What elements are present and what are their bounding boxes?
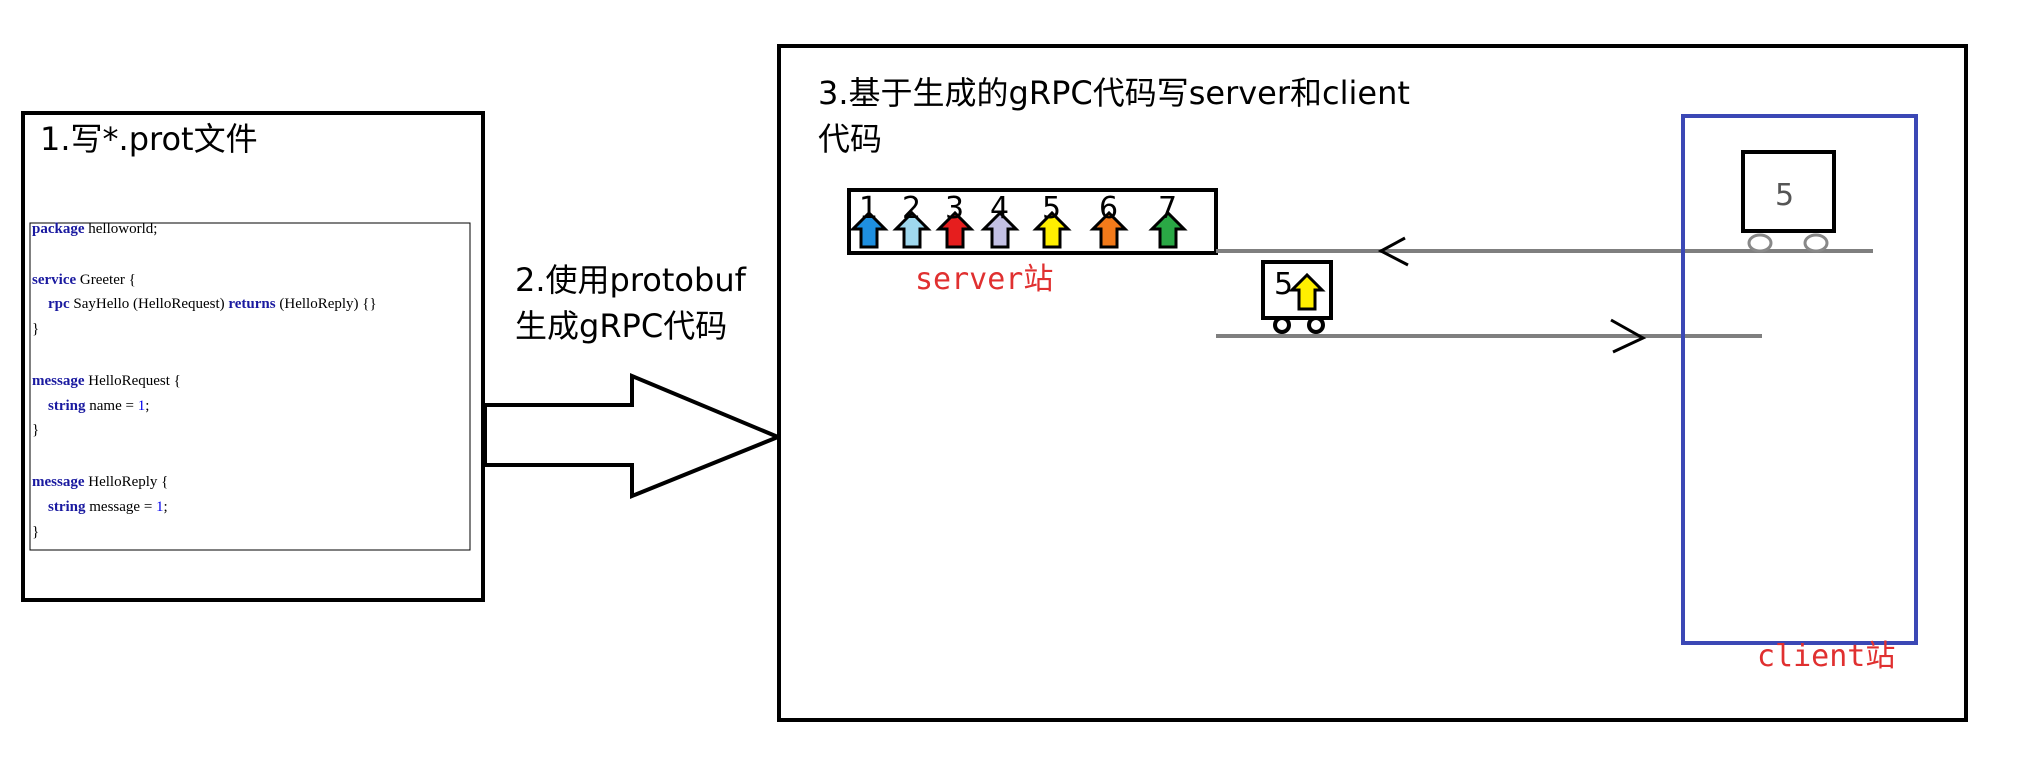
client-cart: 5 xyxy=(1741,150,1836,253)
step3-label-line1: 3.基于生成的gRPC代码写server和client xyxy=(818,74,1410,112)
code-line: message HelloReply { xyxy=(32,474,168,490)
step2-label-line2: 生成gRPC代码 xyxy=(515,307,727,345)
queue-item-number: 5 xyxy=(1042,191,1061,226)
client-cart-wheel-left xyxy=(1747,233,1773,253)
queue-arrow-icon xyxy=(1032,210,1072,249)
queue-item-number: 7 xyxy=(1158,191,1177,226)
proto-file-panel: 1.写*.prot文件 package helloworld; service G… xyxy=(21,111,485,602)
code-line: string message = 1; xyxy=(48,499,168,515)
step2-label-line1: 2.使用protobuf xyxy=(515,261,747,299)
client-cart-label: 5 xyxy=(1775,178,1794,213)
client-station-label: client站 xyxy=(1757,639,1895,674)
moving-cart-arrow-icon xyxy=(1288,272,1326,311)
queue-arrow-icon xyxy=(1148,210,1188,249)
queue-item-number: 1 xyxy=(859,191,878,226)
queue-item-number: 2 xyxy=(902,191,921,226)
queue-arrow-icon xyxy=(935,210,975,249)
code-line: message HelloRequest { xyxy=(32,373,181,389)
moving-cart-wheel-left xyxy=(1273,316,1291,334)
queue-item: 1 xyxy=(849,191,889,249)
queue-item-number: 3 xyxy=(945,191,964,226)
left-arrow-icon xyxy=(1377,236,1409,267)
code-line: } xyxy=(32,321,39,337)
client-cart-wheel-right xyxy=(1803,233,1829,253)
code-box xyxy=(29,222,471,551)
moving-cart-wheel-right xyxy=(1307,316,1325,334)
moving-cart: 5 xyxy=(1261,260,1333,334)
client-cart-body xyxy=(1741,150,1836,233)
client-station-box xyxy=(1681,114,1918,645)
queue-item: 6 xyxy=(1089,191,1129,249)
process-arrow: 2.使用protobuf 生成gRPC代码 xyxy=(483,261,784,499)
queue-item: 2 xyxy=(892,191,932,249)
big-arrow-icon xyxy=(483,372,784,499)
code-line: rpc SayHello (HelloRequest) returns (Hel… xyxy=(48,296,377,312)
queue-item: 4 xyxy=(980,191,1020,249)
implementation-box xyxy=(777,44,1968,722)
moving-cart-label: 5 xyxy=(1274,267,1293,302)
queue-item-number: 6 xyxy=(1099,191,1118,226)
code-listing: package helloworld; service Greeter { rpc … xyxy=(32,221,377,540)
right-arrow-icon xyxy=(1610,318,1647,354)
step1-label: 1.写*.prot文件 xyxy=(40,120,258,158)
queue-item: 3 xyxy=(935,191,975,249)
queue-item: 5 xyxy=(1032,191,1072,249)
queue-arrow-icon xyxy=(980,210,1020,249)
queue-item-number: 4 xyxy=(990,191,1009,226)
queue-arrow-icon xyxy=(892,210,932,249)
server-station-label: server站 xyxy=(915,262,1053,297)
step3-label-line2: 代码 xyxy=(818,120,882,158)
queue-item: 7 xyxy=(1148,191,1188,249)
queue-arrow-icon xyxy=(849,210,889,249)
code-line: service Greeter { xyxy=(32,272,136,288)
code-line: } xyxy=(32,422,39,438)
code-line: package helloworld; xyxy=(32,221,157,237)
queue-arrow-icon xyxy=(1089,210,1129,249)
code-line: string name = 1; xyxy=(48,398,149,414)
code-line: } xyxy=(32,524,39,540)
